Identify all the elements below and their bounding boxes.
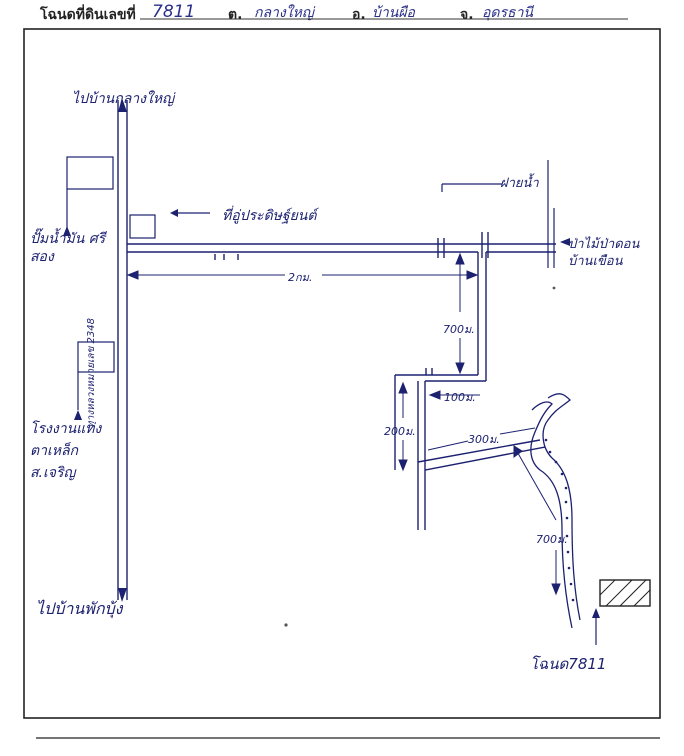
landmark-markers [66,156,555,410]
label-dist-2km: 2กม. [288,271,313,284]
label-dam: ฝายน้ำ [500,176,539,191]
label-to-top: ไปบ้านกลางใหญ่ [72,91,174,107]
ink-dot [552,286,556,290]
deed-label: โฉนดที่ดินเลขที่ [40,7,136,23]
changwat-value: อุดรธานี [482,5,533,21]
gas-arrow-icon [63,226,71,236]
dimension-lines [126,252,561,596]
label-gas-station: ปั๊มน้ำมัน ศรีสอง [30,231,106,265]
side-road [127,232,556,260]
label-garage: ที่อู่ประดิษฐ์ยนต์ [222,208,317,224]
arrow-up-icon [118,98,127,112]
tambon-value: กลางใหญ่ [254,5,314,21]
label-road-name: ทางหลวงหมายเลข 2348 [86,318,97,428]
deed-number: 7811 [152,2,196,22]
factory-arrow-icon [74,410,82,420]
stream-dots [544,438,575,602]
arrow-down-icon [118,588,127,602]
label-factory: โรงงานแท่ง ตาเหล็ก ส.เจริญ [30,421,102,481]
label-dist-300: 300ม. [468,433,500,446]
label-to-bottom: ไปบ้านพักบุ้ง [36,599,123,618]
label-target: โฉนด7811 [530,655,607,673]
label-dist-700a: 700ม. [443,323,475,336]
highway [117,100,128,600]
ink-dot [284,623,288,627]
label-forest: ป่าไม้ป่าดอน บ้านเขือน [568,237,640,269]
label-dist-200: 200ม. [384,425,416,438]
stream [530,393,581,629]
label-dist-100: 100ม. [444,391,476,404]
garage-arrow-icon [170,209,178,217]
amphoe-value: บ้านผือ [372,5,415,21]
land-parcel [599,579,651,607]
branch-road [394,252,546,530]
forest-arrow-icon [560,238,570,246]
label-dist-700b: 700ม. [536,533,568,546]
parcel-hatch [599,579,651,607]
target-arrowhead-icon [592,608,600,618]
map-frame [23,28,661,719]
